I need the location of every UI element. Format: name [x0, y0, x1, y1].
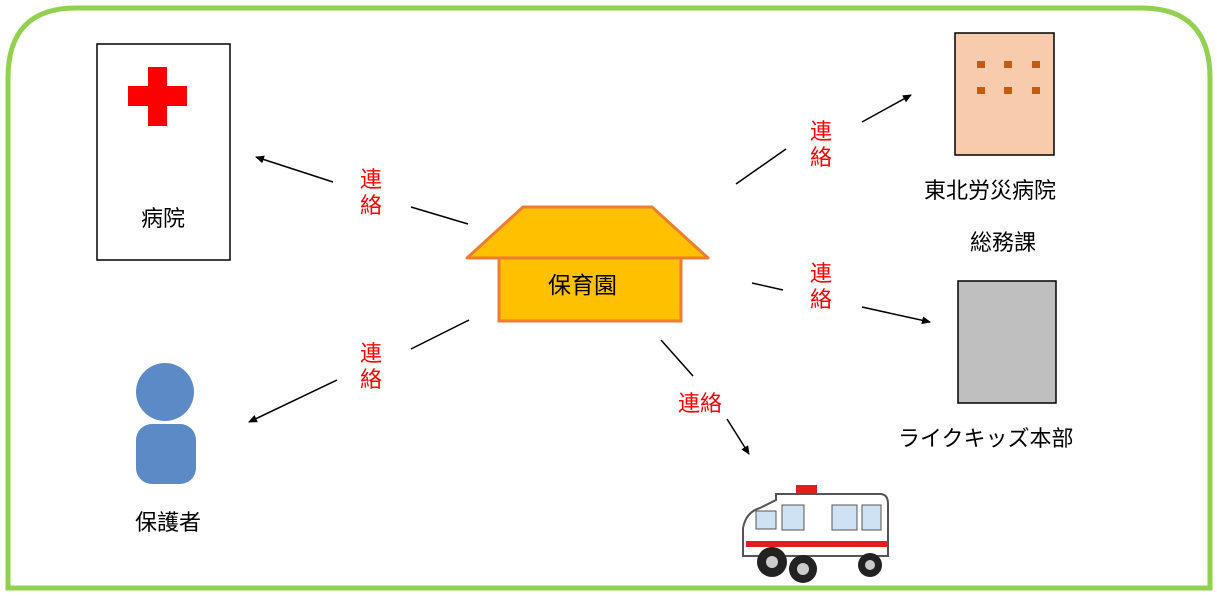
connector-hospital-outer [255, 155, 334, 183]
tohoku-hospital-label: 東北労災病院 [924, 179, 1057, 204]
contact-char-2: 絡 [809, 146, 832, 171]
connector-ambulance-inner [660, 339, 694, 377]
hospital-label: 病院 [141, 207, 186, 232]
connector-hq-outer [861, 306, 931, 325]
contact-char-1: 連 [809, 120, 832, 145]
contact-char-1: 連 [359, 168, 382, 193]
contact-label-ambulance: 連絡 [678, 392, 723, 417]
contact-label-tohoku: 連 絡 [809, 120, 833, 172]
contact-char-1: 連 [359, 342, 382, 367]
building-windows [977, 61, 1040, 94]
tohoku-department-label: 総務課 [970, 231, 1037, 256]
contact-char-2: 絡 [359, 194, 382, 219]
hq-label: ライクキッズ本部 [898, 427, 1074, 452]
connector-guardian-inner [410, 319, 470, 350]
connector-guardian-outer [248, 379, 338, 423]
connector-ambulance-outer [726, 418, 750, 455]
hq-building-icon [957, 280, 1057, 404]
contact-label-hospital: 連 絡 [359, 168, 383, 220]
connector-hospital-inner [410, 206, 469, 225]
connector-tohoku-outer [861, 94, 912, 123]
contact-char-2: 絡 [809, 288, 832, 313]
contact-label-guardian: 連 絡 [359, 342, 383, 394]
nursery-house-icon [465, 205, 710, 323]
frame-border [5, 5, 1213, 591]
ambulance-icon [742, 485, 889, 583]
contact-char-1: 連 [809, 262, 832, 287]
nursery-label: 保育園 [548, 273, 617, 299]
guardian-person-icon [136, 363, 196, 484]
red-cross-icon [128, 67, 187, 126]
contact-label-hq: 連 絡 [809, 262, 833, 314]
connector-hq-inner [751, 282, 784, 291]
contact-char-2: 絡 [359, 368, 382, 393]
guardian-label: 保護者 [135, 511, 202, 536]
connector-tohoku-inner [735, 148, 787, 185]
